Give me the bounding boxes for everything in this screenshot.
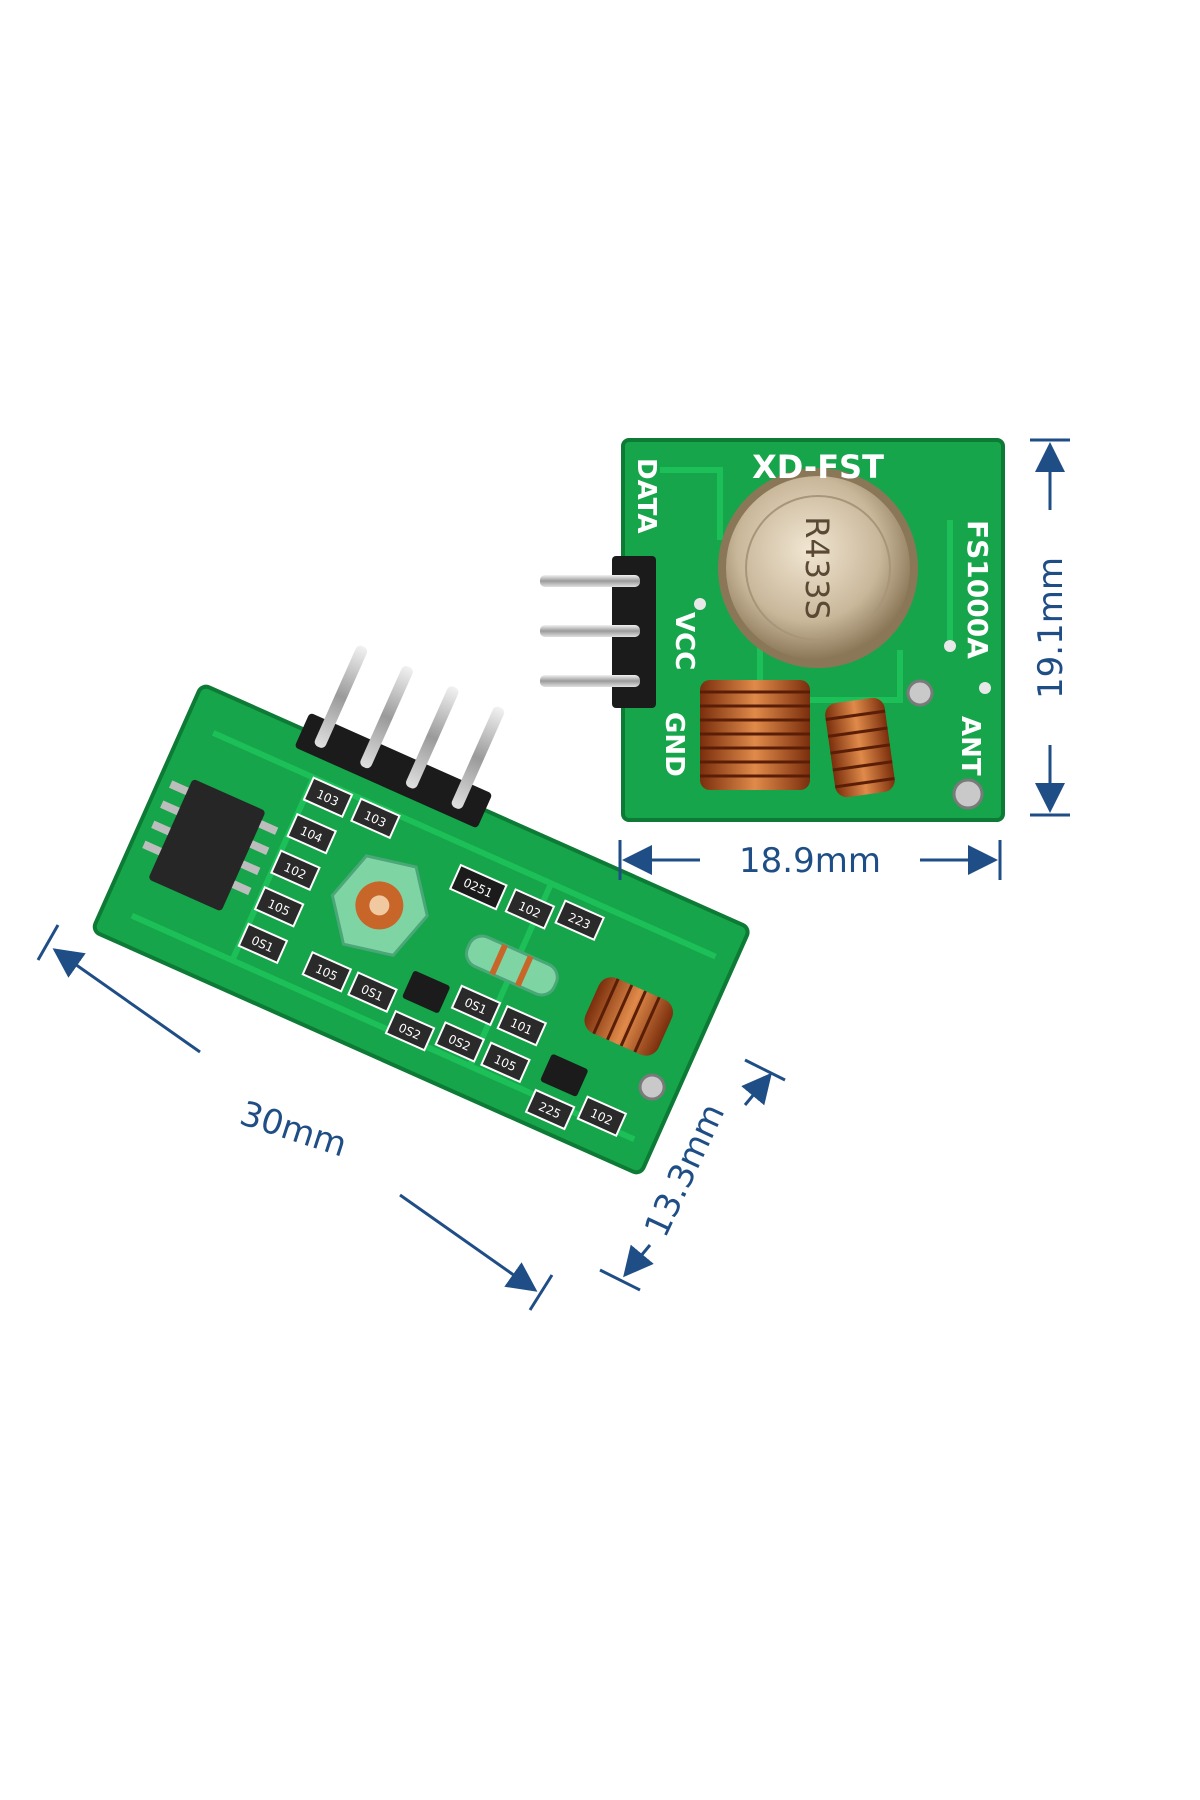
rx-length-arrow [399, 1193, 538, 1292]
rx-length-tick [36, 924, 60, 961]
tx-width-label: 18.9mm [739, 841, 881, 881]
tx-pin-vcc [540, 625, 640, 637]
rx-copper-coil [584, 977, 674, 1056]
smd-component: 102 [504, 888, 556, 930]
smd-component: 103 [302, 776, 354, 818]
rx-length-arrow [52, 948, 201, 1054]
smd-component: 225 [524, 1088, 576, 1131]
tx-via [944, 640, 956, 652]
smd-component: 0S1 [237, 922, 289, 965]
smd-component: 103 [350, 797, 401, 840]
rx-length-label: 30mm [235, 1094, 352, 1166]
saw-resonator: R433S [718, 468, 918, 668]
smd-component: 102 [270, 849, 321, 892]
smd-component: 105 [301, 950, 353, 993]
rx-transistor [402, 971, 450, 1013]
tx-vcc-label: VCC [669, 612, 699, 670]
tx-pin-gnd [540, 675, 640, 687]
transmitter-module: R433S XD-FST FS1000A [540, 438, 1005, 822]
smd-component: 105 [480, 1041, 531, 1084]
smd-component: 0S1 [347, 971, 398, 1013]
tx-data-label: DATA [631, 458, 661, 534]
receiver-traces [130, 730, 717, 1143]
tx-title-label: XD-FST [752, 448, 884, 486]
smd-component: 0251 [448, 863, 508, 911]
tx-pin-data [540, 575, 640, 587]
smd-component: 223 [554, 899, 606, 941]
tx-large-coil [700, 680, 810, 790]
smd-components: 103 104 103 102 105 0251 0S1 105 0S1 102… [237, 776, 628, 1137]
transmitter-traces [660, 467, 953, 703]
dimension-annotations [36, 438, 1070, 1311]
rx-transistor [540, 1054, 588, 1097]
tx-height-label: 19.1mm [1031, 557, 1071, 699]
rx-pin [406, 686, 459, 789]
receiver-pin-header [295, 645, 505, 828]
rx-width-tick [599, 1268, 641, 1292]
tx-model-label: FS1000A [961, 520, 994, 659]
resonator-label: R433S [798, 516, 836, 620]
transmitter-pin-header [540, 556, 656, 708]
smd-component: 101 [496, 1004, 548, 1047]
rx-antenna-pad [638, 1073, 666, 1101]
smd-component: 102 [576, 1095, 628, 1137]
rx-width-tick [744, 1058, 786, 1082]
rx-pin [451, 706, 505, 809]
rx-width-arrow [623, 1244, 654, 1278]
tx-gnd-label: GND [659, 712, 689, 777]
receiver-module: 103 104 103 102 105 0251 0S1 105 0S1 102… [92, 645, 750, 1175]
tx-antenna-pad [952, 778, 984, 810]
rx-pin [360, 665, 413, 769]
tx-via [979, 682, 991, 694]
smd-component: 105 [253, 885, 305, 928]
smd-component: 0S1 [450, 984, 502, 1027]
smd-component: 0S2 [384, 1009, 436, 1052]
tx-solder-pad [906, 679, 934, 707]
tx-small-coil [825, 697, 895, 798]
rx-pin [314, 645, 368, 748]
smd-component: 0S2 [434, 1021, 486, 1063]
tuning-inductor [330, 854, 429, 958]
tx-ant-label: ANT [955, 716, 985, 776]
rx-length-tick [528, 1274, 554, 1311]
smd-component: 104 [286, 812, 338, 855]
tx-via [694, 598, 706, 610]
receiver-ic [142, 779, 279, 911]
axial-inductor [464, 934, 559, 997]
rx-width-arrow [741, 1072, 772, 1106]
